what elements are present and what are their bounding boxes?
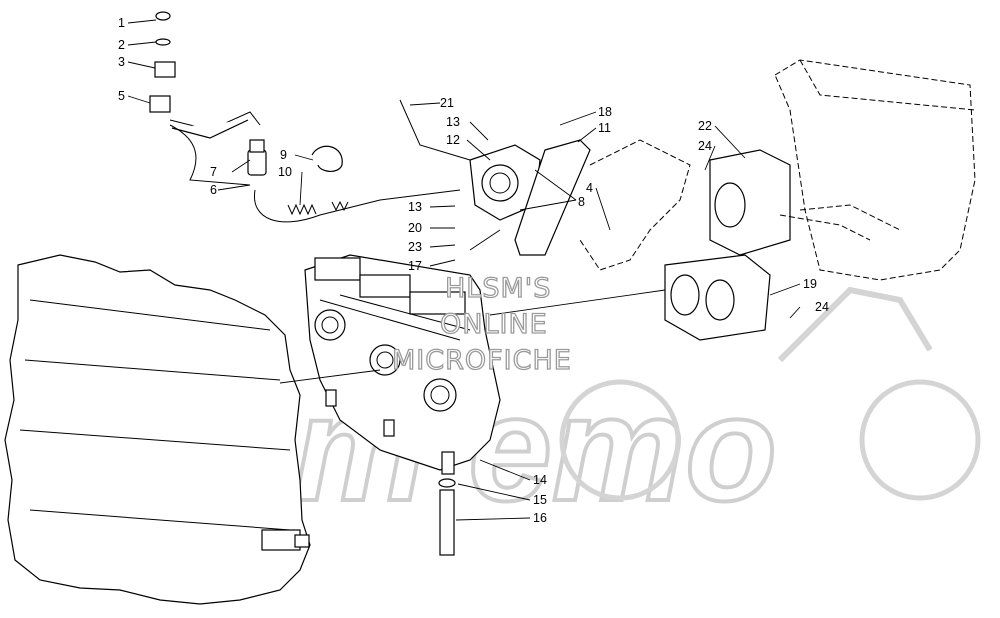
watermark-line1: HLSM'S: [445, 273, 551, 304]
connection-lines: [279, 139, 871, 384]
callout-17: 17: [408, 259, 422, 273]
callout-11: 11: [598, 121, 611, 135]
callout-10: 10: [278, 165, 292, 179]
callout-24-lower: 24: [815, 300, 829, 314]
callout-3: 3: [118, 55, 125, 69]
callout-16: 16: [533, 511, 547, 525]
callout-5: 5: [118, 89, 125, 103]
callout-8: 8: [578, 195, 585, 209]
callout-19: 19: [803, 277, 817, 291]
fuel-pump: [469, 139, 591, 256]
watermark-wheel-left: [559, 379, 681, 501]
watermark-text: HLSM'S ONLINE MICROFICHE: [391, 272, 572, 376]
callout-1: 1: [118, 16, 125, 30]
callout-2: 2: [118, 38, 125, 52]
watermark-bike-frame: [777, 286, 933, 363]
airbox-housing: [774, 59, 976, 281]
callout-13-lower: 13: [408, 200, 422, 214]
watermark-line2: ONLINE: [440, 309, 548, 340]
carburetor-bank: [304, 254, 501, 475]
leader-lines: [127, 19, 801, 521]
callout-6: 6: [210, 183, 217, 197]
watermark-line3: MICROFICHE: [392, 345, 572, 376]
callout-labels: 1 2 3 5 7 6 9 10 21 13 12 18 11 4 8 13 2…: [118, 16, 829, 525]
callout-12: 12: [446, 133, 460, 147]
engine-block: [4, 254, 311, 605]
callout-9: 9: [280, 148, 287, 162]
callout-23: 23: [408, 240, 422, 254]
air-silencer: [664, 149, 791, 341]
callout-14: 14: [533, 473, 547, 487]
fuel-hoses: [169, 99, 471, 223]
springs: [287, 145, 349, 216]
callout-21: 21: [440, 96, 454, 110]
callout-18: 18: [598, 105, 612, 119]
callout-20: 20: [408, 221, 422, 235]
callout-7: 7: [210, 165, 217, 179]
callout-24-upper: 24: [698, 139, 712, 153]
callout-15: 15: [533, 493, 547, 507]
callout-4: 4: [586, 181, 593, 195]
watermark-wheel-right: [859, 379, 981, 501]
fuel-line-bottom: [438, 478, 456, 556]
fuel-filter: [149, 11, 267, 176]
callout-13-upper: 13: [446, 115, 460, 129]
callout-22: 22: [698, 119, 712, 133]
